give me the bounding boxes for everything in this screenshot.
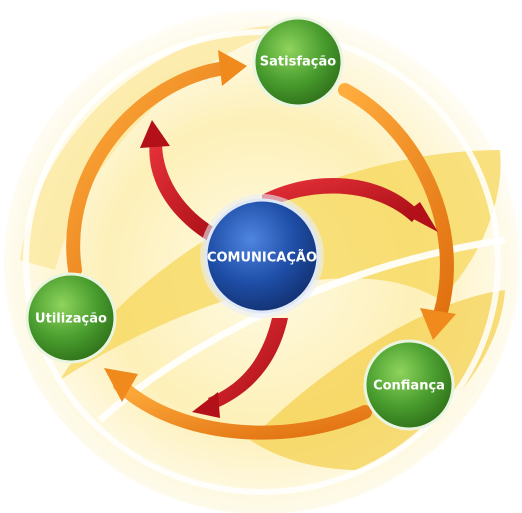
center-node: COMUNICAÇÃO	[200, 194, 324, 318]
node-satisfacao-circle	[252, 16, 344, 108]
node-satisfacao: Satisfação	[252, 16, 344, 108]
orange-arrowhead-confianca	[420, 308, 456, 340]
outer-white-ring	[23, 29, 501, 495]
orange-arrow-satisfacao-to-confianca	[338, 83, 454, 322]
red-arrow-to-bottom	[208, 318, 288, 410]
yellow-swoosh-left	[20, 24, 300, 270]
orange-arrow-utilizacao-to-satisfacao	[66, 61, 232, 277]
red-arrowhead-bottom	[192, 392, 220, 418]
node-confianca-label: Confiança	[373, 379, 445, 394]
red-arrowhead-top-left	[140, 120, 170, 148]
node-confianca: Confiança	[363, 339, 455, 431]
red-arrow-to-right	[262, 177, 420, 222]
orange-arrowhead-satisfacao	[218, 50, 247, 86]
center-node-label: COMUNICAÇÃO	[207, 250, 317, 266]
orange-arrow-confianca-to-utilizacao	[113, 378, 372, 440]
node-satisfacao-label: Satisfação	[260, 55, 336, 70]
node-confianca-circle	[363, 339, 455, 431]
center-node-circle	[204, 198, 320, 314]
orange-arrowhead-utilizacao	[104, 368, 138, 402]
orange-cycle-arrows	[66, 50, 456, 440]
node-utilizacao-circle	[25, 272, 117, 364]
red-arrowhead-right	[404, 202, 438, 232]
node-utilizacao-label: Utilização	[35, 312, 107, 327]
node-utilizacao: Utilização	[25, 272, 117, 364]
